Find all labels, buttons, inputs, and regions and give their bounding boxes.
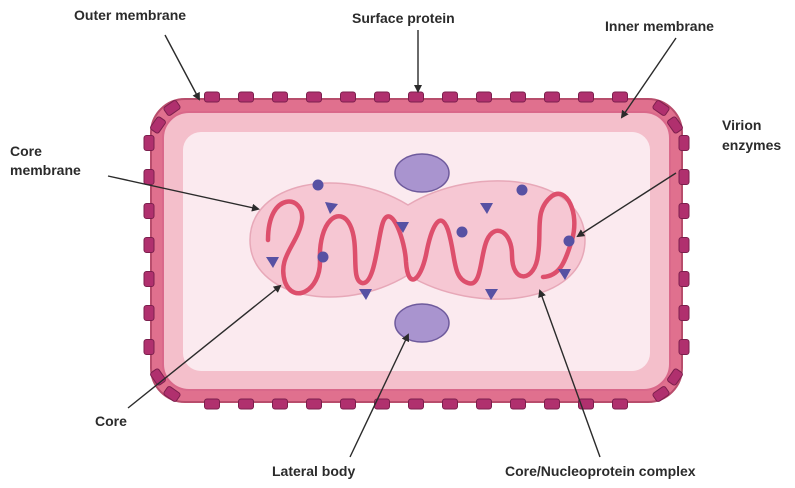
surface-protein — [205, 92, 220, 102]
label-core: Core — [95, 413, 127, 430]
label-virion-enzymes-line2: enzymes — [722, 137, 781, 154]
label-virion-enzymes-line1: Virion — [722, 117, 761, 134]
label-inner-membrane: Inner membrane — [605, 18, 714, 35]
label-lateral-body: Lateral body — [272, 463, 355, 480]
surface-protein — [477, 92, 492, 102]
label-outer-membrane: Outer membrane — [74, 7, 186, 24]
surface-protein — [239, 399, 254, 409]
surface-protein — [144, 340, 154, 355]
surface-protein — [205, 399, 220, 409]
surface-protein — [511, 399, 526, 409]
surface-protein — [341, 92, 356, 102]
surface-protein — [545, 399, 560, 409]
surface-protein — [409, 399, 424, 409]
surface-protein — [144, 272, 154, 287]
surface-protein — [443, 399, 458, 409]
surface-protein — [679, 170, 689, 185]
surface-protein — [679, 340, 689, 355]
enzyme-circle — [564, 236, 575, 247]
surface-protein — [679, 204, 689, 219]
surface-protein — [144, 238, 154, 253]
lateral-body-top — [395, 154, 449, 192]
surface-protein — [679, 238, 689, 253]
label-core-membrane-line2: membrane — [10, 162, 81, 179]
surface-protein — [144, 136, 154, 151]
surface-protein — [144, 204, 154, 219]
surface-protein — [679, 272, 689, 287]
surface-protein — [307, 399, 322, 409]
arrow-outer-membrane — [165, 35, 199, 99]
surface-protein — [375, 92, 390, 102]
surface-protein — [273, 399, 288, 409]
enzyme-circle — [517, 185, 528, 196]
label-surface-protein: Surface protein — [352, 10, 455, 27]
surface-protein — [579, 92, 594, 102]
surface-protein — [144, 306, 154, 321]
surface-protein — [477, 399, 492, 409]
surface-protein — [409, 92, 424, 102]
surface-protein — [511, 92, 526, 102]
surface-protein — [679, 136, 689, 151]
surface-protein — [443, 92, 458, 102]
surface-protein — [144, 170, 154, 185]
enzyme-circle — [318, 252, 329, 263]
lateral-body-bottom — [395, 304, 449, 342]
surface-protein — [341, 399, 356, 409]
label-core-membrane-line1: Core — [10, 143, 42, 160]
label-nucleoprotein-complex: Core/Nucleoprotein complex — [505, 463, 696, 480]
surface-protein — [613, 92, 628, 102]
surface-protein — [679, 306, 689, 321]
enzyme-circle — [313, 180, 324, 191]
surface-protein — [545, 92, 560, 102]
enzyme-circle — [457, 227, 468, 238]
surface-protein — [273, 92, 288, 102]
surface-protein — [239, 92, 254, 102]
surface-protein — [613, 399, 628, 409]
surface-protein — [307, 92, 322, 102]
